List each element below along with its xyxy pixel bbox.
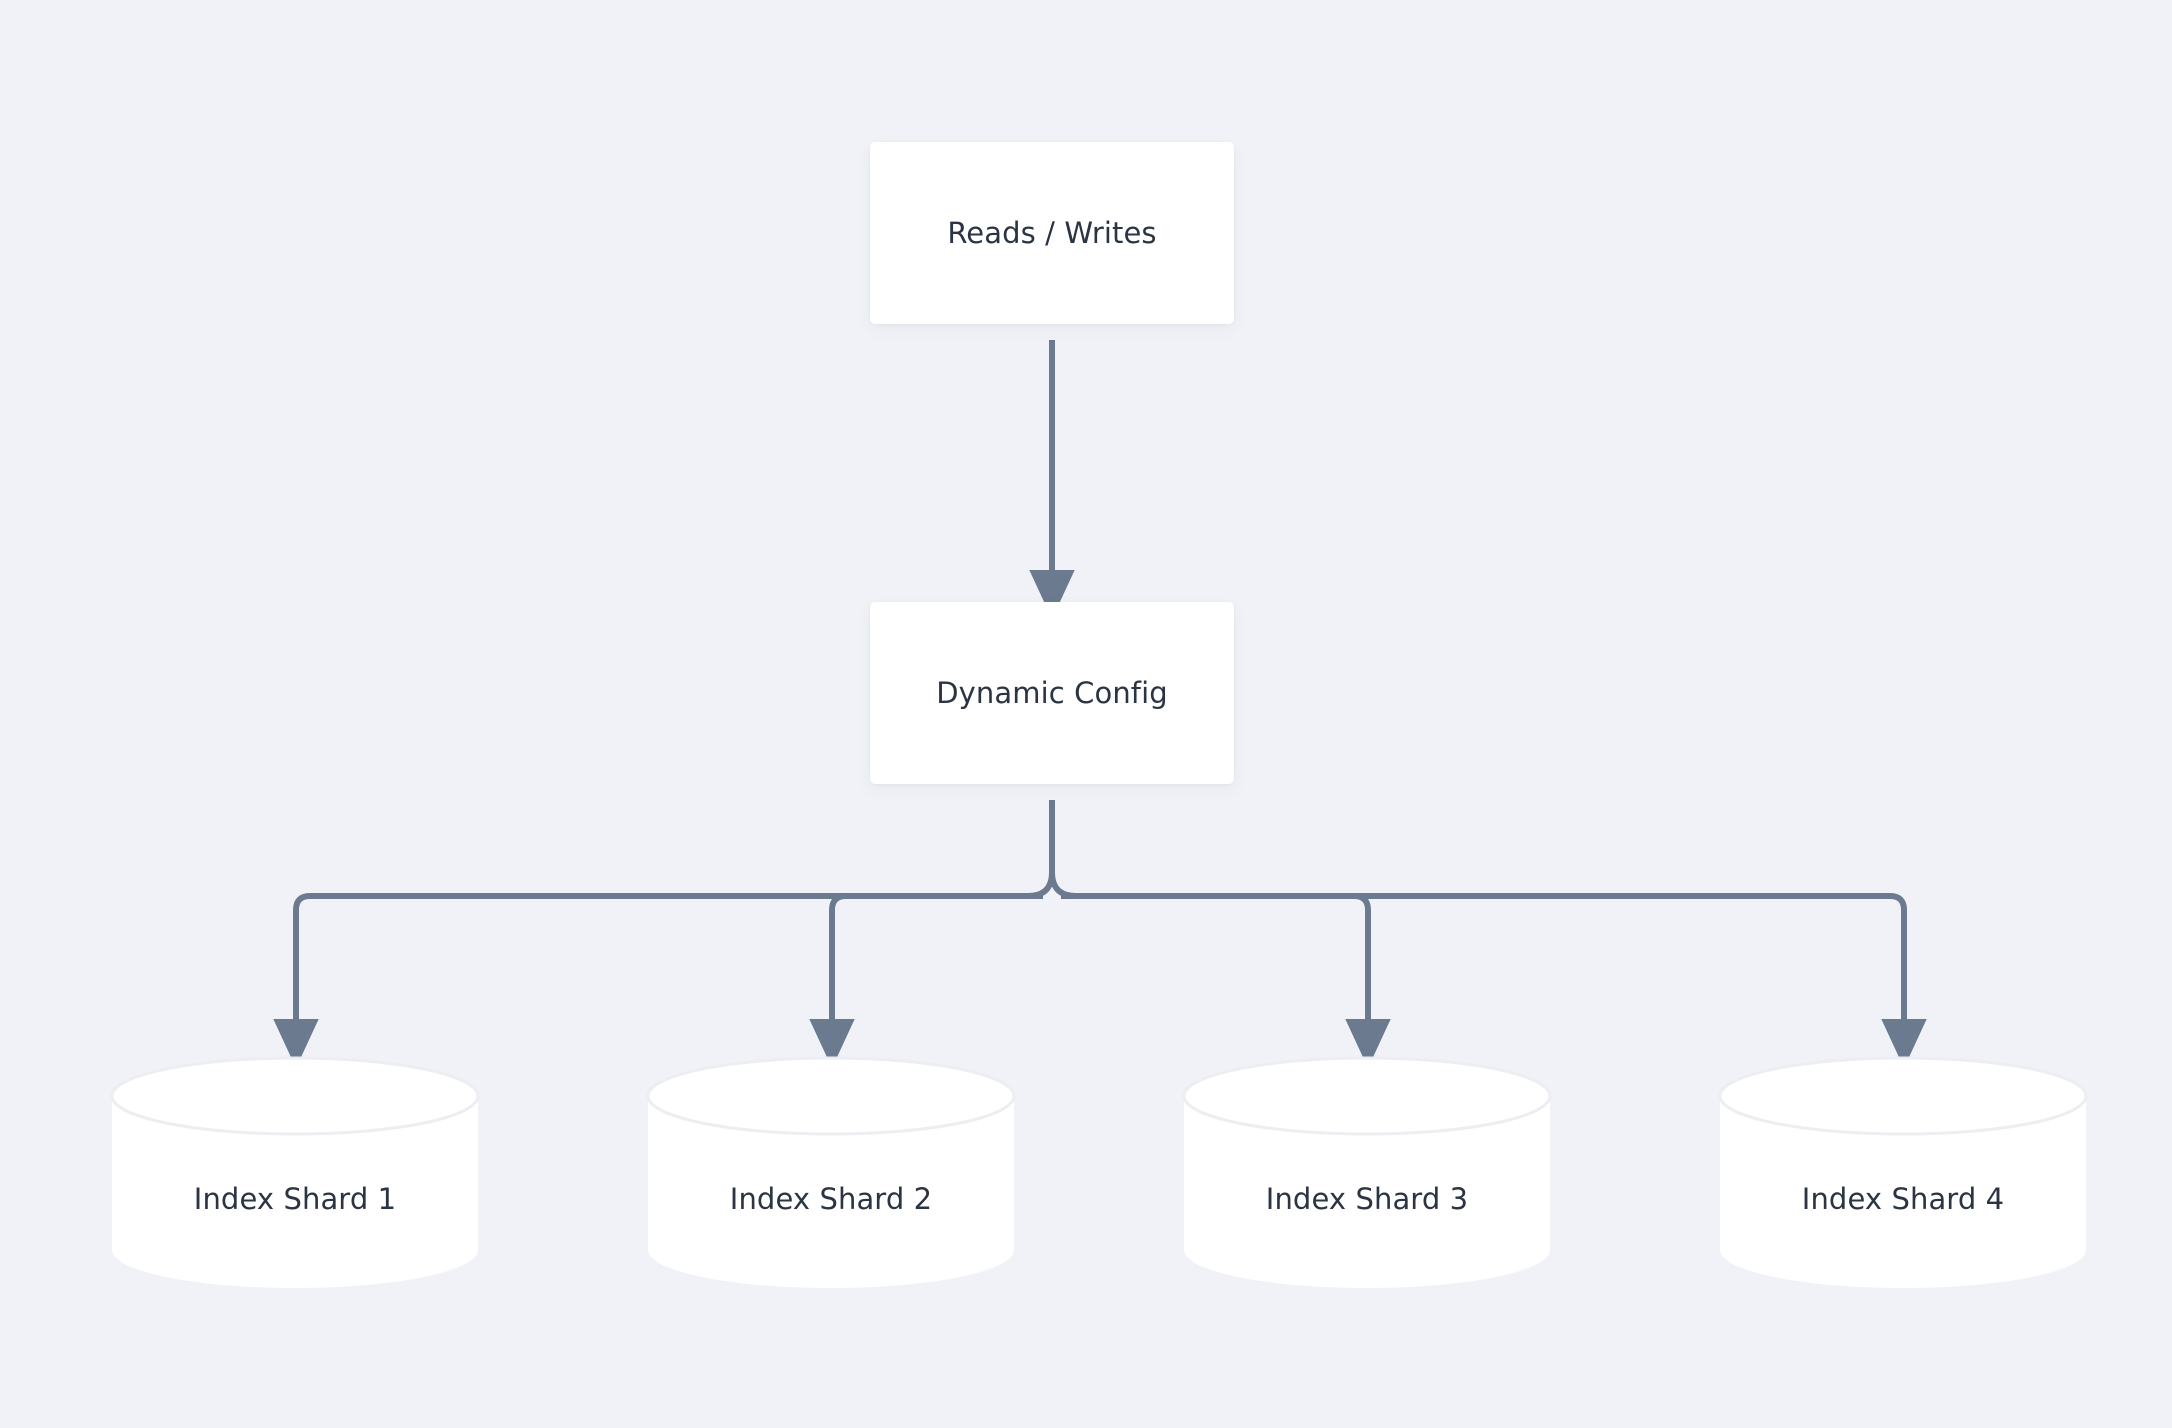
edge-dynamic-config-to-shard-3 [1061, 893, 1391, 1068]
node-dynamic-config-label: Dynamic Config [936, 675, 1168, 710]
node-reads-writes[interactable]: Reads / Writes [870, 142, 1234, 324]
node-reads-writes-label: Reads / Writes [947, 215, 1157, 250]
node-index-shard-4[interactable]: Index Shard 4 [1718, 1056, 2088, 1288]
edge-bus-junction-left [1027, 871, 1055, 899]
cylinder-icon [646, 1056, 1016, 1288]
node-index-shard-3[interactable]: Index Shard 3 [1182, 1056, 1552, 1288]
node-index-shard-3-label: Index Shard 3 [1265, 1181, 1469, 1216]
edge-bus-junction-right [1049, 871, 1077, 899]
cylinder-icon [110, 1056, 480, 1288]
node-index-shard-2[interactable]: Index Shard 2 [646, 1056, 1016, 1288]
node-index-shard-1-label: Index Shard 1 [193, 1181, 397, 1216]
cylinder-icon [1718, 1056, 2088, 1288]
edge-dynamic-config-to-shard-4 [1061, 893, 1927, 1068]
node-index-shard-4-label: Index Shard 4 [1801, 1181, 2005, 1216]
cylinder-icon [1182, 1056, 1552, 1288]
edge-dynamic-config-to-shard-2 [809, 893, 1043, 1068]
edge-dynamic-config-to-shard-1 [273, 893, 1043, 1068]
node-dynamic-config[interactable]: Dynamic Config [870, 602, 1234, 784]
node-index-shard-2-label: Index Shard 2 [729, 1181, 933, 1216]
node-index-shard-1[interactable]: Index Shard 1 [110, 1056, 480, 1288]
